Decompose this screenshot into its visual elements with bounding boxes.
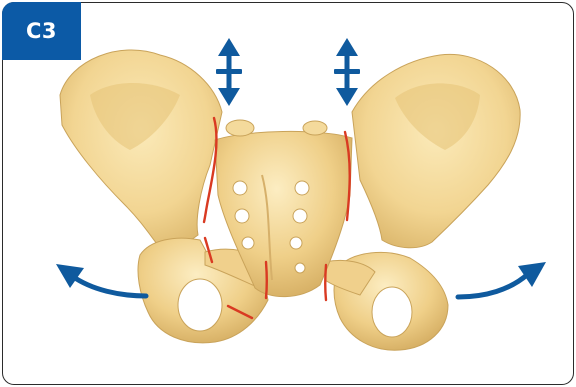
panel-label-box: C3 <box>2 2 81 60</box>
right-hip-bone <box>325 54 520 350</box>
fracture-line-symphysis-left <box>266 262 267 298</box>
curved-arrow-outward-left-icon <box>56 264 146 296</box>
panel-label: C3 <box>26 19 57 43</box>
double-headed-vertical-arrow-icon-right <box>334 38 360 106</box>
fracture-line-symphysis-right <box>325 265 326 300</box>
curved-arrow-outward-right-icon <box>458 262 546 297</box>
double-headed-vertical-arrow-icon-left <box>216 38 242 106</box>
